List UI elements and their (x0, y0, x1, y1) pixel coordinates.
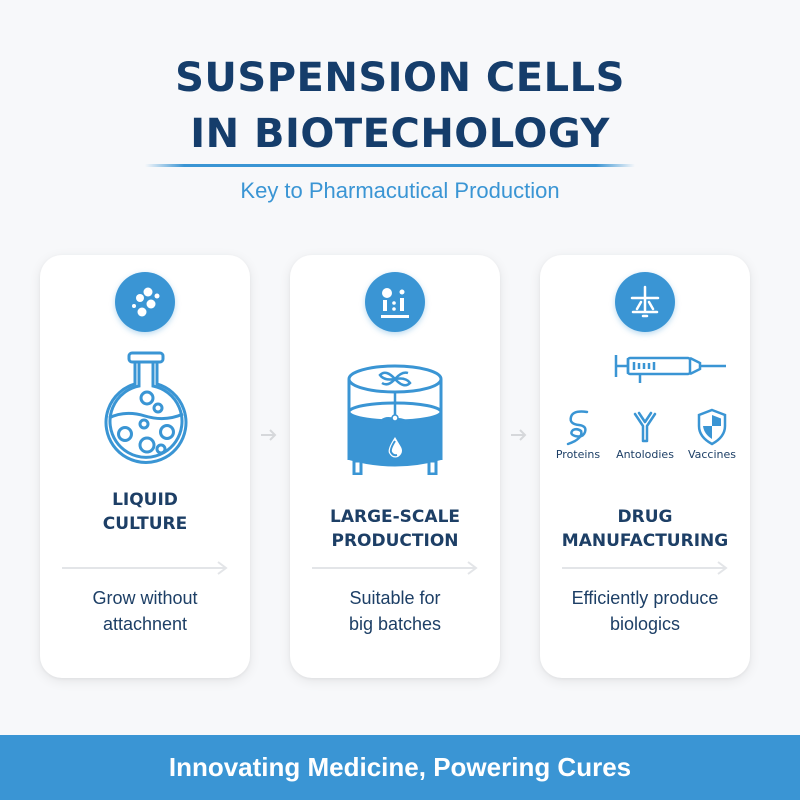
card-title: LARGE-SCALE PRODUCTION (290, 505, 500, 553)
title-line-1: SUSPENSION CELLS (175, 55, 625, 101)
page-title: SUSPENSION CELLS IN BIOTECHOLOGY (0, 50, 800, 162)
card-desc-line-2: biologics (609, 614, 681, 634)
arrow-right-icon (62, 561, 228, 575)
card-title-line-2: MANUFACTURING (561, 531, 729, 551)
balance-scale-icon (615, 272, 675, 332)
biologics-list: Proteins Antolodies Vaccines (540, 408, 750, 478)
footer-banner: Innovating Medicine, Powering Cures (0, 735, 800, 800)
arrow-right-icon (562, 561, 728, 575)
card-description: Suitable for big batches (290, 585, 500, 637)
card-desc-line-2: big batches (348, 614, 442, 634)
sub-item-label: Proteins (555, 448, 601, 461)
arrow-right-icon (312, 561, 478, 575)
footer-tagline: Innovating Medicine, Powering Cures (168, 752, 632, 782)
card-desc-line-1: Grow without (92, 588, 198, 608)
protein-strand-icon (566, 410, 589, 446)
card-title: DRUG MANUFACTURING (540, 505, 750, 553)
card-drug-manufacturing: Proteins Antolodies Vaccines DRUG MANUFA… (540, 255, 750, 678)
card-title-line-1: LARGE-SCALE (329, 507, 461, 527)
sub-item-label: Vaccines (687, 448, 737, 461)
syringe-icon (540, 350, 750, 386)
card-desc-line-2: attachnent (102, 614, 188, 634)
list-item-vaccines: Vaccines (680, 408, 744, 478)
card-description: Efficiently produce biologics (540, 585, 750, 637)
card-title: LIQUID CULTURE (40, 488, 250, 536)
card-title-line-2: CULTURE (102, 514, 188, 534)
bioreactor-tank-icon (290, 355, 500, 475)
title-divider (145, 164, 635, 167)
round-flask-icon (40, 350, 250, 470)
page-subtitle: Key to Pharmacutical Production (240, 178, 560, 203)
card-title-line-1: LIQUID (112, 490, 178, 510)
lab-equipment-icon (365, 272, 425, 332)
card-desc-line-1: Efficiently produce (571, 588, 719, 608)
antibody-icon (633, 411, 657, 443)
card-liquid-culture: LIQUID CULTURE Grow without attachnent (40, 255, 250, 678)
card-title-line-2: PRODUCTION (331, 531, 459, 551)
card-description: Grow without attachnent (40, 585, 250, 637)
card-desc-line-1: Suitable for (349, 588, 441, 608)
shield-icon (697, 408, 727, 446)
sub-item-label: Antolodies (616, 448, 674, 461)
list-item-antibodies: Antolodies (613, 408, 677, 478)
list-item-proteins: Proteins (546, 408, 610, 478)
cells-dots-icon (115, 272, 175, 332)
card-large-scale-production: LARGE-SCALE PRODUCTION Suitable for big … (290, 255, 500, 678)
title-line-2: IN BIOTECHOLOGY (190, 111, 610, 157)
arrow-right-icon (511, 429, 527, 441)
arrow-right-icon (261, 429, 277, 441)
card-title-line-1: DRUG (617, 507, 673, 527)
